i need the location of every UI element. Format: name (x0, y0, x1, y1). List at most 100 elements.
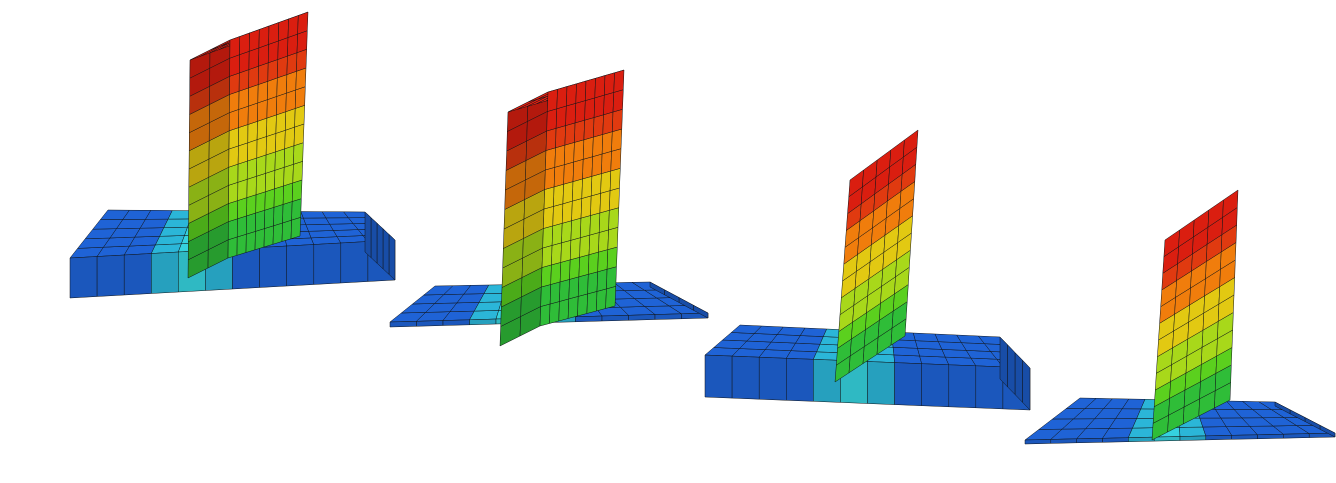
wall-face-cell (590, 193, 601, 216)
base-side-cell (1274, 401, 1291, 415)
wall-face-cell (561, 220, 572, 244)
wall-face-cell (551, 223, 563, 246)
wall-face-cell (590, 173, 602, 197)
wall-face-cell (268, 22, 280, 45)
base-top-cell (333, 229, 364, 237)
wall-face-cell (228, 127, 239, 150)
wall-face-cell (256, 136, 267, 159)
wall-face-cell (566, 83, 577, 107)
wall-face-cell (578, 254, 590, 278)
base-front-cell (389, 321, 417, 328)
base-top-cell (163, 218, 191, 228)
wall-face-cell (276, 92, 287, 116)
wall-face-cell (542, 225, 554, 249)
wall-face-cell (598, 210, 610, 233)
wall-face-cell (558, 298, 570, 322)
wall-face-cell (239, 51, 250, 74)
wall-face-cell (544, 167, 556, 190)
wall-face-cell (282, 201, 293, 224)
wall-face-cell (281, 219, 292, 242)
wall-face-cell (284, 126, 295, 150)
wall-face-cell (541, 264, 552, 288)
base-side-cell (1022, 360, 1031, 411)
wall-face-cell (549, 301, 560, 324)
wall-face-cell (255, 209, 266, 232)
wall-face-cell (248, 65, 259, 89)
base-front-cell (151, 251, 179, 294)
base-front-cell (575, 315, 603, 323)
base-top-cell (758, 349, 792, 359)
wall-face-cell (257, 99, 268, 122)
wall-face-cell (554, 144, 566, 168)
wall-face-cell (248, 84, 259, 107)
wall-face-cell (247, 139, 258, 162)
wall-face-cell (264, 188, 275, 211)
base-front-cell (654, 313, 682, 320)
wall-face-cell (552, 203, 564, 227)
wall-face-cell (236, 215, 247, 238)
wall-face-cell (564, 142, 575, 165)
wall-face-cell (591, 153, 603, 177)
wall-face-cell (238, 87, 249, 110)
wall-face-cell (272, 222, 283, 245)
wall-face-cell (263, 225, 274, 248)
wall-face-cell (274, 167, 285, 190)
base-front-cell (442, 319, 470, 326)
wall-face-cell (596, 288, 607, 312)
wall-face-cell (582, 136, 594, 160)
base-front-cell (96, 254, 125, 297)
wall-face-cell (266, 96, 278, 119)
wall-face-cell (228, 163, 239, 186)
base-front-cell (975, 365, 1004, 410)
base-top-cell (917, 348, 946, 358)
wall-face-cell (583, 117, 595, 141)
wall-face-cell (293, 123, 305, 146)
wall-face-cell (571, 198, 583, 221)
wall-face-cell (273, 204, 284, 227)
wall-face-cell (228, 145, 239, 168)
wall-face-cell (285, 89, 297, 112)
base-side-cell (1007, 344, 1016, 395)
wall-face-cell (563, 161, 574, 185)
wall-face-cell (556, 86, 568, 110)
wall-face-cell (609, 168, 621, 191)
wall-face-cell (248, 29, 260, 52)
wall-face-cell (546, 108, 558, 132)
base-top-cell (795, 335, 824, 345)
base-side-cell (370, 217, 378, 264)
wall-face-cell (613, 69, 625, 93)
wall-face-cell (605, 286, 617, 309)
wall-face-cell (601, 151, 612, 174)
base-front-cell (704, 354, 733, 399)
base-top-cell (1179, 426, 1207, 437)
wall-face-cell (599, 190, 611, 214)
wall-face-cell (597, 249, 609, 273)
wall-face-cell (572, 178, 583, 202)
wall-face-cell (545, 147, 556, 171)
wall-face-cell (592, 134, 604, 157)
wall-face-cell (569, 257, 580, 280)
base-top-cell (800, 327, 827, 337)
wall-face-cell (596, 268, 608, 292)
base-front-cell (731, 355, 760, 400)
base-front-cell (921, 363, 950, 408)
wall-face-cell (293, 142, 304, 165)
wall-face-cell (577, 293, 588, 317)
wall-face-cell (238, 69, 250, 92)
wall-face-cell (283, 164, 294, 187)
wall-face-cell (229, 90, 240, 113)
base-front-cell (601, 315, 629, 322)
base-front-cell (1257, 433, 1284, 440)
wall-face-cell (228, 109, 240, 132)
base-top-cell (1128, 427, 1157, 438)
wall-face-cell (237, 160, 248, 183)
wall-face-cell (555, 105, 567, 129)
wall-face-cell (601, 131, 613, 155)
base-front-cell (469, 318, 497, 326)
wall-face-cell (543, 206, 554, 229)
model-2-thick-wall-thin-base (389, 69, 709, 347)
wall-face-cell (543, 186, 555, 210)
wall-face-cell (574, 100, 586, 124)
wall-face-cell (229, 36, 241, 59)
wall-face-cell (564, 122, 576, 146)
